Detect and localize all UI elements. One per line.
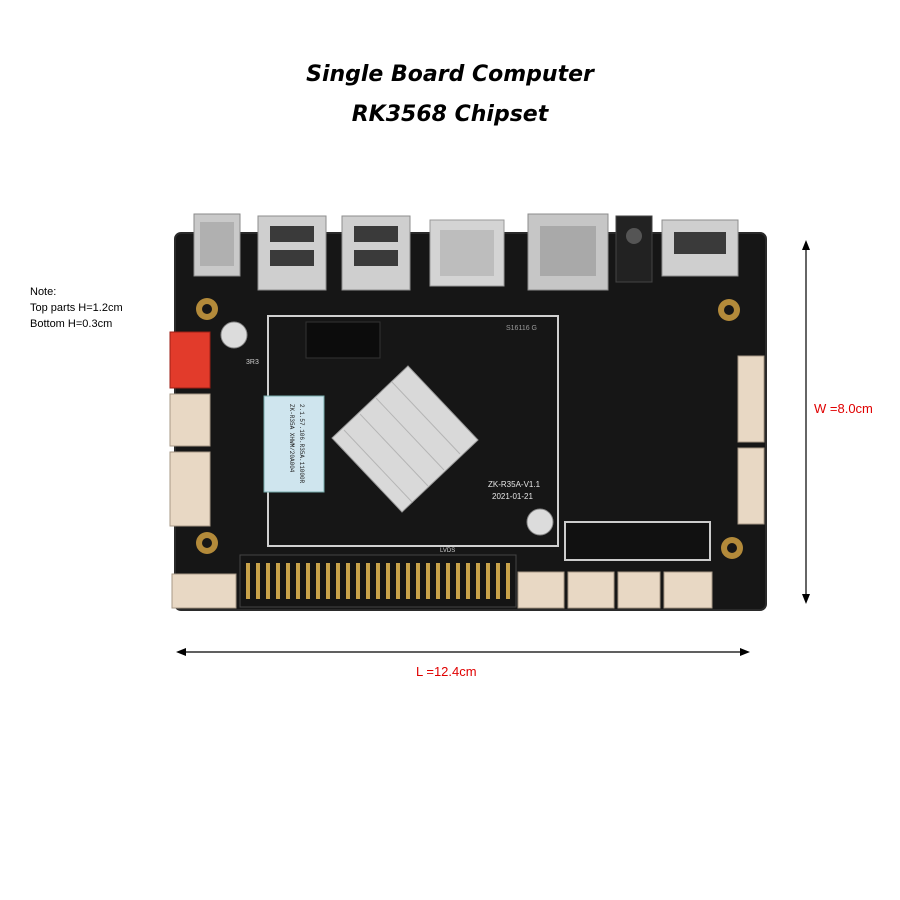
right-connector-1 [737, 355, 765, 443]
red-connector [169, 331, 211, 389]
cap-label-text: 3R3 [246, 359, 259, 366]
audio-jack [615, 215, 653, 283]
sticker-line-2: ZK-R35A XHWM/20A004 [288, 404, 295, 473]
heatsink [331, 365, 479, 513]
board-date-text: 2021-01-21 [492, 492, 533, 501]
bottom-connector-3 [617, 571, 661, 609]
length-dimension-arrow [176, 648, 750, 656]
bottom-connector-4 [663, 571, 713, 609]
left-connector-1 [169, 393, 211, 447]
width-label: W =8.0cm [814, 401, 873, 416]
right-connector-2 [737, 447, 765, 525]
title-line-1: Single Board Computer [306, 62, 594, 87]
sd-slot [429, 219, 505, 287]
memory-chip [305, 321, 381, 359]
title-line-2: RK3568 Chipset [351, 102, 549, 127]
usb-port-2 [341, 215, 411, 291]
hdmi-port [661, 219, 739, 277]
dc-jack [193, 213, 241, 277]
bottom-connector-left [171, 573, 237, 609]
label-sticker [263, 395, 325, 493]
usb-port-1 [257, 215, 327, 291]
sticker-line-1: 2.1.57.106.R35A.11000R [298, 404, 305, 484]
note-top-parts: Top parts H=1.2cm [30, 302, 123, 314]
length-label: L =12.4cm [416, 664, 477, 679]
bottom-connector-2 [567, 571, 615, 609]
board-model-text: ZK-R35A-V1.1 [488, 480, 541, 489]
lvds-label-text: LVDS [440, 548, 455, 554]
note-block: Note: Top parts H=1.2cm Bottom H=0.3cm [30, 284, 123, 332]
note-bottom: Bottom H=0.3cm [30, 318, 113, 330]
note-heading: Note: [30, 286, 57, 298]
width-dimension-arrow [802, 240, 810, 604]
left-connector-2 [169, 451, 211, 527]
mini-pcie-slot [564, 521, 711, 561]
chip-mark-text: S16116 G [506, 325, 537, 332]
bottom-connector-1 [517, 571, 565, 609]
ethernet-port [527, 213, 609, 291]
